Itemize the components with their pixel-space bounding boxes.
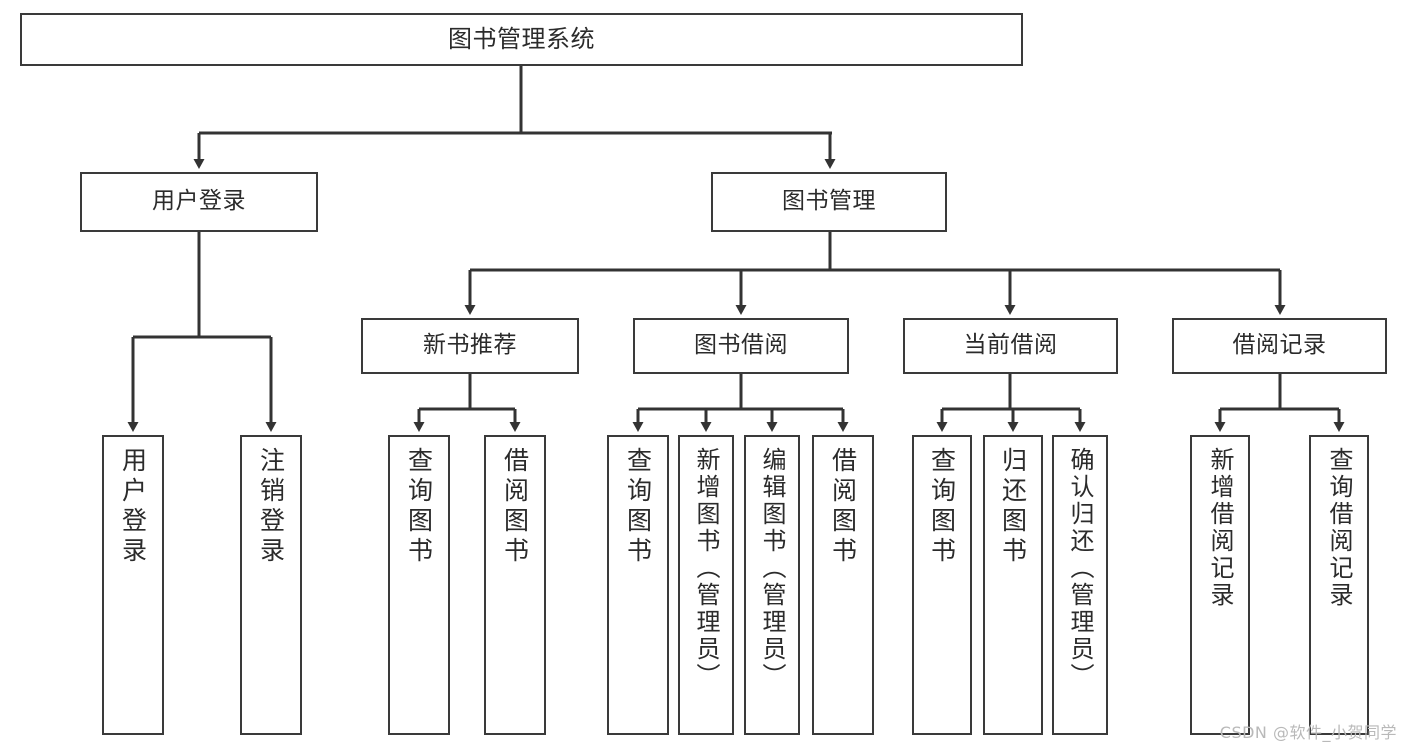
node-query-book-recommend[interactable]: 查询图书 <box>388 435 450 735</box>
node-label: 新增图书（管理员） <box>692 447 720 690</box>
node-label: 借阅图书 <box>828 447 858 567</box>
node-book-manage[interactable]: 图书管理 <box>711 172 947 232</box>
node-add-borrow-record[interactable]: 新增借阅记录 <box>1190 435 1250 735</box>
node-query-book-borrow[interactable]: 查询图书 <box>607 435 669 735</box>
node-add-book-admin[interactable]: 新增图书（管理员） <box>678 435 734 735</box>
node-return-book[interactable]: 归还图书 <box>983 435 1043 735</box>
watermark-text: CSDN @软件_小贺同学 <box>1219 723 1397 742</box>
node-label: 图书管理系统 <box>448 25 595 54</box>
node-label: 用户登录 <box>118 447 148 567</box>
node-current-borrow[interactable]: 当前借阅 <box>903 318 1118 374</box>
node-label: 查询图书 <box>404 447 434 567</box>
node-label: 图书借阅 <box>694 332 788 359</box>
node-label: 确认归还（管理员） <box>1066 447 1094 690</box>
node-edit-book-admin[interactable]: 编辑图书（管理员） <box>744 435 800 735</box>
node-new-book-recommend[interactable]: 新书推荐 <box>361 318 579 374</box>
node-label: 查询图书 <box>927 447 957 567</box>
node-borrow-book-borrow[interactable]: 借阅图书 <box>812 435 874 735</box>
node-book-borrow[interactable]: 图书借阅 <box>633 318 849 374</box>
node-label: 查询图书 <box>623 447 653 567</box>
node-user-login[interactable]: 用户登录 <box>80 172 318 232</box>
node-label: 查询借阅记录 <box>1325 447 1353 609</box>
node-label: 图书管理 <box>782 188 876 215</box>
node-label: 当前借阅 <box>963 332 1058 359</box>
node-logout-leaf[interactable]: 注销登录 <box>240 435 302 735</box>
node-label: 归还图书 <box>998 447 1028 567</box>
node-user-login-leaf[interactable]: 用户登录 <box>102 435 164 735</box>
node-query-borrow-record[interactable]: 查询借阅记录 <box>1309 435 1369 735</box>
node-confirm-return-admin[interactable]: 确认归还（管理员） <box>1052 435 1108 735</box>
node-borrow-book-recommend[interactable]: 借阅图书 <box>484 435 546 735</box>
node-label: 注销登录 <box>256 447 286 567</box>
node-query-book-current[interactable]: 查询图书 <box>912 435 972 735</box>
node-label: 借阅图书 <box>500 447 530 567</box>
node-label: 借阅记录 <box>1232 332 1327 359</box>
node-label: 新增借阅记录 <box>1206 447 1234 609</box>
node-label: 用户登录 <box>152 188 246 215</box>
node-label: 编辑图书（管理员） <box>758 447 786 690</box>
node-root-system[interactable]: 图书管理系统 <box>20 13 1023 66</box>
node-label: 新书推荐 <box>423 332 517 359</box>
node-borrow-record[interactable]: 借阅记录 <box>1172 318 1387 374</box>
